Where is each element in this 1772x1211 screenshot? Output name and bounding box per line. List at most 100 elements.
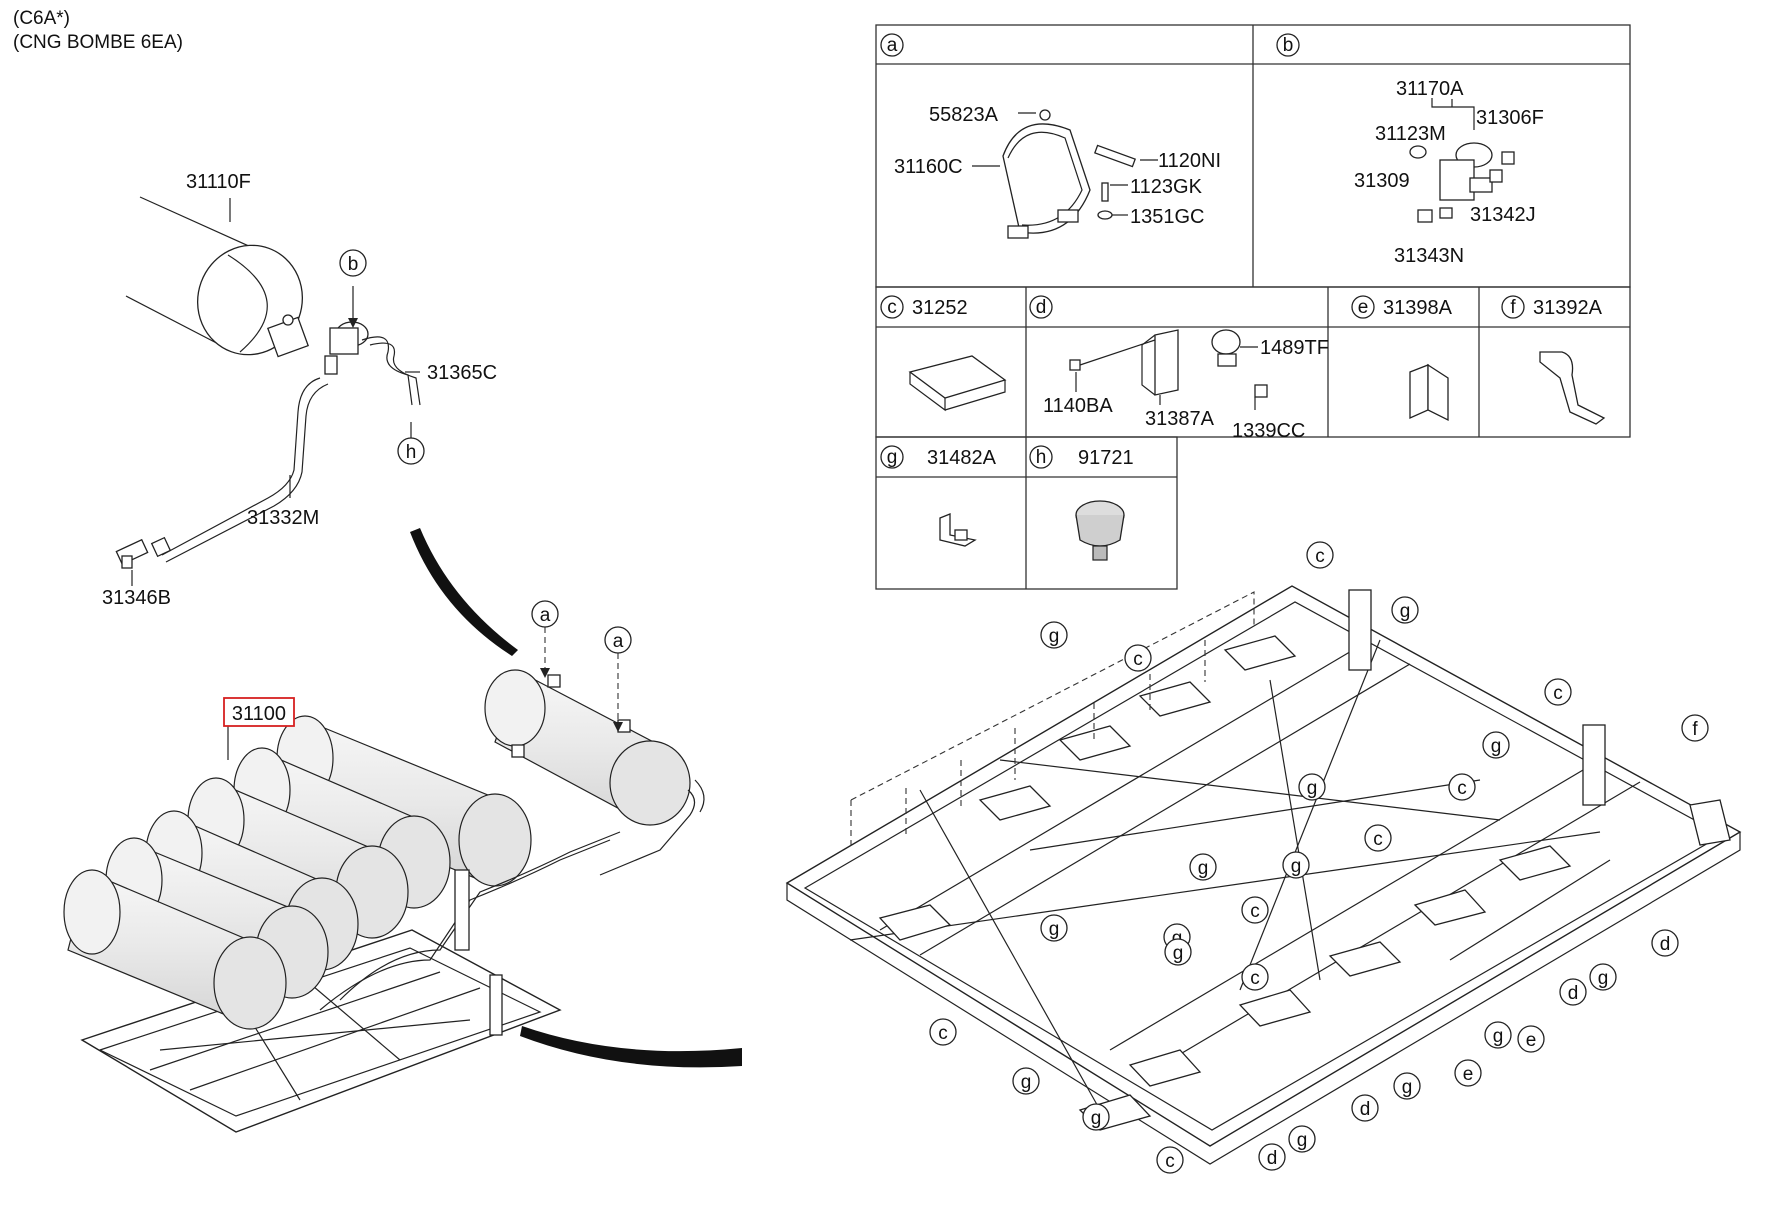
detail-cell-b: b 31170A 31123M 31306F 31309 31342J 3134… [1276,33,1544,267]
part-label-31343N: 31343N [1394,245,1464,267]
svg-text:g: g [1091,1108,1102,1129]
svg-text:g: g [1021,1072,1032,1093]
cng-bombe-assembly-illustration [63,715,621,1133]
tank-callout-a-1: a [531,600,559,628]
fitting-illustration [115,536,172,569]
frame-callout-top-3: g [1040,621,1068,649]
frame-callout-mid-5: g [1282,851,1310,879]
part-label-1339CC: 1339CC [1232,420,1305,442]
part-label-31306F: 31306F [1476,107,1544,129]
part-label-31160C: 31160C [894,156,963,178]
main-part-31100[interactable]: 31100 [223,697,295,727]
svg-text:h: h [406,442,417,463]
svg-text:f: f [1510,297,1516,318]
frame-callout-top-6: g [1482,731,1510,759]
svg-text:c: c [1553,683,1563,704]
frame-callout-mid-6: g [1040,914,1068,942]
frame-callout-mid-3: g [1189,853,1217,881]
frame-callout-mid-2: c [1448,773,1476,801]
main-part-highlight-box [223,697,295,727]
part-label-1123GK: 1123GK [1130,176,1203,198]
cell-c-letter: c [880,295,904,319]
svg-text:g: g [1291,856,1302,877]
part-label-31110F: 31110F [186,171,251,193]
svg-text:e: e [1463,1064,1474,1085]
svg-text:e: e [1526,1030,1537,1051]
svg-text:d: d [1267,1148,1278,1169]
detail-cell-g: g 31482A [880,445,997,547]
svg-text:g: g [1491,736,1502,757]
hose-illustration [361,336,413,406]
arrow-swoosh-lower [520,1026,742,1068]
part-label-1120NI: 1120NI [1158,150,1221,172]
frame-callout-low-5: d [1651,929,1679,957]
frame-callout-low-14: d [1258,1143,1286,1171]
part-label-31365C: 31365C [427,362,497,384]
svg-text:c: c [887,297,897,318]
svg-text:e: e [1358,297,1369,318]
svg-text:a: a [613,631,624,652]
frame-callout-mid-1: g [1298,773,1326,801]
part-label-31392A: 31392A [1533,297,1603,319]
part-label-1140BA: 1140BA [1043,395,1113,417]
cell-h-letter: h [1029,445,1053,469]
svg-text:c: c [1457,778,1467,799]
detail-cell-a: a 55823A 31160C 1120NI 1123GK 1351GC [880,33,1221,239]
detail-cell-f: f 31392A [1501,295,1606,425]
svg-text:b: b [1283,35,1294,56]
svg-text:g: g [1297,1130,1308,1151]
frame-callout-low-12: e [1454,1059,1482,1087]
svg-text:f: f [1692,719,1698,740]
frame-callout-top-7: f [1681,714,1709,742]
pipe-illustration [161,377,321,556]
frame-callout-low-8: d [1351,1094,1379,1122]
detail-cell-e: e 31398A [1351,295,1453,422]
svg-text:c: c [938,1023,948,1044]
svg-text:g: g [1049,919,1060,940]
part-label-31123M: 31123M [1375,123,1446,145]
part-label-31332M: 31332M [247,507,319,529]
frame-callout-low-11: e [1517,1025,1545,1053]
svg-text:c: c [1250,901,1260,922]
mounting-frame-illustration [785,585,1742,1165]
frame-callout-low-6: g [1589,963,1617,991]
part-label-31170A: 31170A [1396,78,1464,100]
frame-callout-mid-4: c [1364,824,1392,852]
svg-text:d: d [1660,934,1671,955]
svg-text:g: g [1402,1077,1413,1098]
cell-a-letter: a [880,33,904,57]
header-line-2: (CNG BOMBE 6EA) [13,32,183,53]
svg-text:g: g [1493,1026,1504,1047]
svg-text:c: c [1165,1151,1175,1172]
part-label-31309: 31309 [1354,170,1410,192]
svg-text:g: g [1307,778,1318,799]
svg-text:g: g [1400,601,1411,622]
svg-text:a: a [887,35,898,56]
callout-h: h [397,437,425,465]
svg-text:c: c [1250,968,1260,989]
cell-e-letter: e [1351,295,1375,319]
part-label-31482A: 31482A [927,447,997,469]
tank-valve-assembly [115,196,421,586]
cell-g-letter: g [880,445,904,469]
frame-callout-low-1: c [929,1018,957,1046]
tank-callout-a-2: a [604,626,632,654]
detail-cell-h: h 91721 [1029,445,1134,561]
header-line-1: (C6A*) [13,8,71,29]
part-label-31342J: 31342J [1470,204,1536,226]
frame-callout-low-2: g [1164,938,1192,966]
part-label-1351GC: 1351GC [1130,206,1205,228]
svg-text:g: g [1173,943,1184,964]
detail-table [875,24,1631,590]
detail-cell-d: d 1489TF 1140BA 31387A 1339CC [1029,295,1329,442]
svg-text:c: c [1373,829,1383,850]
callout-b: b [339,249,367,277]
svg-text:g: g [1049,626,1060,647]
frame-callout-mid-7: c [1241,896,1269,924]
part-label-31346B: 31346B [102,587,171,609]
svg-text:a: a [540,605,551,626]
svg-text:c: c [1315,546,1325,567]
frame-callout-low-9: g [1484,1021,1512,1049]
arrow-swoosh-upper [410,528,518,656]
cell-d-letter: d [1029,295,1053,319]
